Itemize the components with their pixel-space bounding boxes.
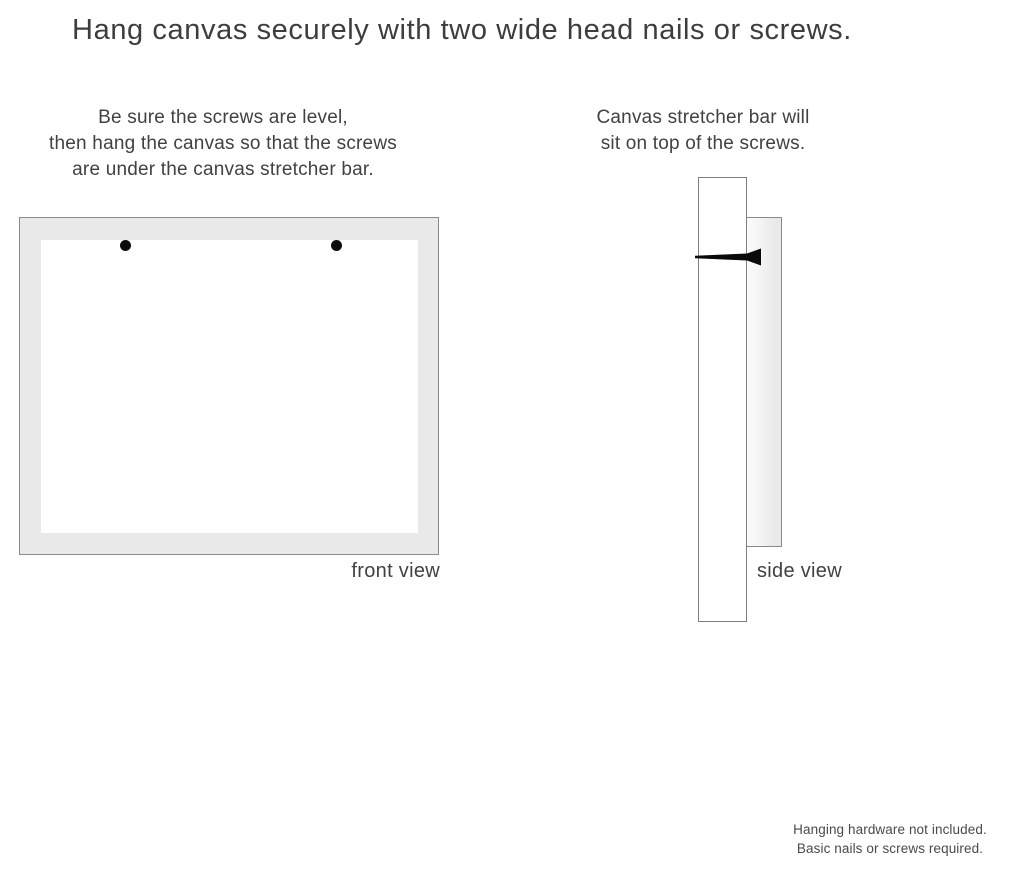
- front-view-label: front view: [351, 560, 440, 582]
- front-view-caption-line-1: Be sure the screws are level,: [98, 107, 348, 128]
- side-view-stretcher-bar: [698, 177, 747, 622]
- side-view-caption-line-2: sit on top of the screws.: [600, 133, 806, 154]
- nail-icon: [695, 248, 761, 266]
- front-view-caption-line-2: then hang the canvas so that the screws: [49, 133, 397, 154]
- front-view-caption: Be sure the screws are level, then hang …: [18, 105, 428, 183]
- screw-head-right-icon: [331, 240, 342, 251]
- screw-head-left-icon: [120, 240, 131, 251]
- footnote-line-2: Basic nails or screws required.: [796, 841, 984, 856]
- side-view-caption: Canvas stretcher bar will sit on top of …: [558, 105, 848, 157]
- footnote-line-1: Hanging hardware not included.: [793, 822, 987, 837]
- front-view-caption-line-3: are under the canvas stretcher bar.: [72, 159, 374, 180]
- side-view-caption-line-1: Canvas stretcher bar will: [596, 107, 810, 128]
- front-view-canvas-frame: [19, 217, 439, 555]
- hardware-footnote: Hanging hardware not included. Basic nai…: [756, 820, 1024, 858]
- page-title: Hang canvas securely with two wide head …: [72, 14, 852, 46]
- side-view-label: side view: [757, 560, 842, 582]
- front-view-canvas-face: [41, 240, 418, 533]
- nail-shape: [695, 248, 761, 266]
